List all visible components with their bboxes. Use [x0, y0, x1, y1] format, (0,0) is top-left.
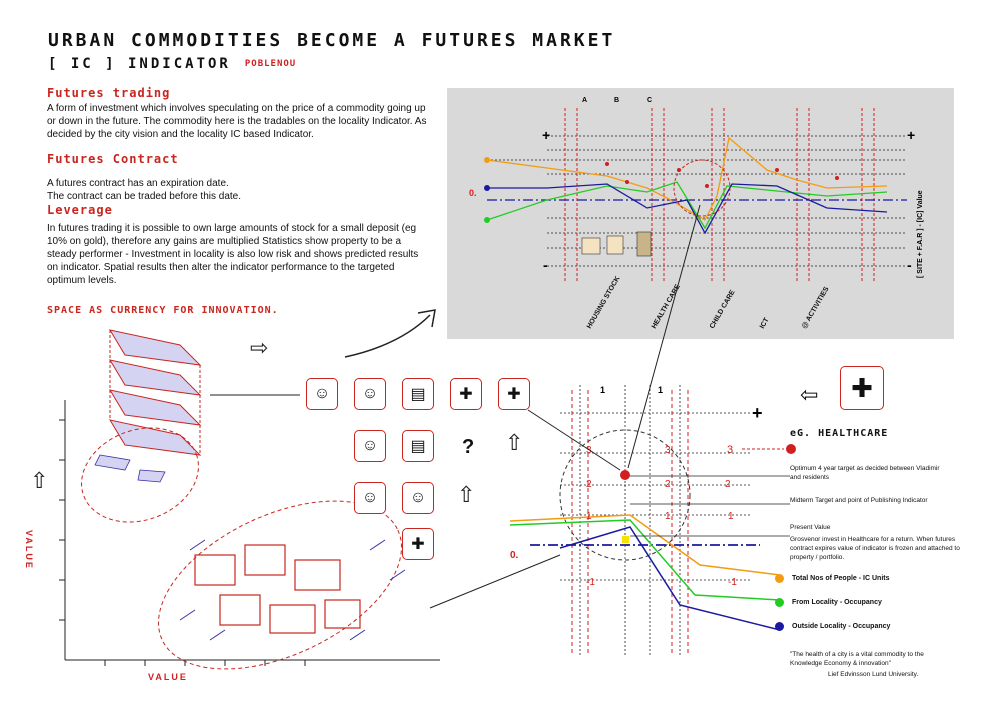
indicator-chart: + + - - 0. A B C [ SITE + F.A.R ] - [IC]…: [469, 97, 924, 283]
quote-author: Lief Edvinsson Lund University.: [828, 671, 919, 678]
eg-healthcare-label: eG. HEALTHCARE: [790, 428, 889, 439]
cross-icon: ✚: [402, 528, 434, 560]
legend-dot-outside: [775, 622, 784, 631]
quote-text: "The health of a city is a vital commodi…: [790, 651, 924, 667]
level-1-label: 1: [658, 385, 663, 395]
level-2-label: 2: [725, 479, 731, 490]
page-title: URBAN COMMODITIES BECOME A FUTURES MARKE…: [48, 30, 616, 51]
person-icon: ☺: [354, 430, 386, 462]
level-3-label: 3: [586, 445, 592, 456]
level-1-label: 1: [728, 511, 734, 522]
person-icon: ☺: [306, 378, 338, 410]
legend-dot-from: [775, 598, 784, 607]
column-label-a: A: [582, 97, 587, 104]
series-total-line: [486, 136, 888, 221]
plus-marker: +: [907, 127, 915, 143]
legend-from: From Locality - Occupancy: [792, 599, 882, 606]
annotation-arrows: [630, 475, 790, 537]
plus-marker: +: [752, 403, 763, 423]
futures-contract-line1: A futures contract has an expiration dat…: [47, 178, 229, 189]
up-arrow-icon: ⇧: [457, 482, 476, 507]
stack-icon: ▤: [402, 430, 434, 462]
leverage-text: In futures trading it is possible to own…: [47, 223, 419, 286]
legend-dot-total: [775, 574, 784, 583]
curved-arrow-icon: [344, 309, 436, 358]
level-1-label: 1: [600, 385, 605, 395]
level-minus1-label: -1: [586, 577, 595, 588]
futures-contract-heading: Futures Contract: [47, 152, 179, 166]
right-arrow-icon: ⇨: [250, 335, 269, 360]
page-subtitle: [ IC ] INDICATOR POBLENOU: [48, 56, 296, 72]
minus-marker: -: [907, 257, 912, 273]
zero-label: 0.: [510, 550, 519, 561]
level-2-label: 2: [665, 479, 671, 490]
cross-icon: ✚: [498, 378, 530, 410]
target-legend-marker: [742, 444, 796, 454]
plus-marker: +: [542, 127, 550, 143]
level-3-label: 3: [665, 445, 671, 456]
indicator-chart-panel: + + - - 0. A B C [ SITE + F.A.R ] - [IC]…: [447, 88, 954, 339]
healthcare-cross-icon: ✚: [840, 366, 884, 410]
midterm-note: Midterm Target and point of Publishing I…: [790, 497, 928, 504]
legend-total: Total Nos of People - IC Units: [792, 575, 890, 582]
person-icon: ☺: [354, 482, 386, 514]
column-label-c: C: [647, 97, 652, 104]
axis-label: [ SITE + F.A.R ] - [IC] Value: [917, 190, 924, 278]
value-axis-vertical: VALUE: [24, 530, 34, 570]
minus-marker: -: [543, 257, 548, 273]
up-arrow-icon: ⇧: [505, 430, 524, 455]
left-arrow-icon: ⇦: [800, 382, 819, 407]
target-dot: [620, 470, 630, 480]
series-outside-marker: [484, 185, 490, 191]
legend-level-3: 3: [727, 444, 734, 456]
level-minus1-label: -1: [728, 577, 737, 588]
level-2-label: 2: [586, 479, 592, 490]
futures-trading-text: A form of investment which involves spec…: [47, 103, 427, 140]
subtitle-text: [ IC ] INDICATOR: [48, 56, 231, 72]
futures-contract-line2: The contract can be traded before this d…: [47, 191, 242, 202]
level-1-label: 1: [665, 511, 671, 522]
series-from-line: [486, 181, 888, 230]
column-label-b: B: [614, 97, 619, 104]
series-from-marker: [484, 217, 490, 223]
series-outside-line: [487, 183, 888, 235]
building-icon: [636, 231, 652, 257]
healthcare-focus-circle: [673, 159, 731, 217]
isometric-map-diagram: [59, 329, 440, 670]
person-icon: ☺: [402, 482, 434, 514]
leverage-heading: Leverage: [47, 203, 113, 217]
person-icon: ☺: [354, 378, 386, 410]
question-mark: ?: [462, 436, 475, 458]
zero-label: 0.: [469, 188, 477, 198]
present-value-marker: [622, 536, 629, 543]
level-1-label: 1: [586, 511, 592, 522]
building-icon: [606, 235, 624, 255]
space-currency-heading: SPACE AS CURRENCY FOR INNOVATION.: [47, 305, 279, 316]
cross-icon: ✚: [450, 378, 482, 410]
building-icon: [581, 237, 601, 255]
up-arrow-icon: ⇧: [30, 468, 49, 493]
series-total-marker: [484, 157, 490, 163]
futures-trading-heading: Futures trading: [47, 86, 171, 100]
present-value-title: Present Value: [790, 524, 831, 531]
present-value-note: Grosvenor invest in Healthcare for a ret…: [790, 536, 960, 561]
location-label: POBLENOU: [244, 59, 297, 69]
legend-outside: Outside Locality - Occupancy: [792, 623, 891, 630]
stack-icon: ▤: [402, 378, 434, 410]
target-note: Optimum 4 year target as decided between…: [790, 465, 940, 481]
value-axis-horizontal: VALUE: [148, 672, 188, 682]
